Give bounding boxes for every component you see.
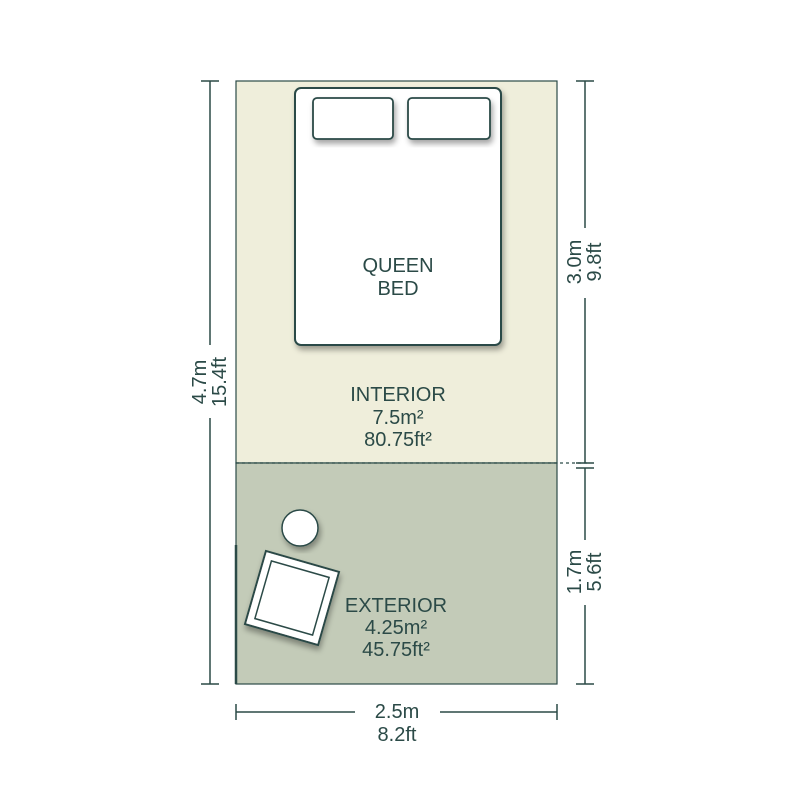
total-height-label: 4.7m 15.4ft (189, 357, 231, 407)
pillow-right (407, 97, 491, 140)
queen-bed: QUEEN BED (294, 87, 502, 346)
interior-depth-dimension (576, 80, 594, 464)
width-ft: 8.2ft (378, 724, 417, 746)
bed-mattress (294, 87, 502, 346)
total-height-ft: 15.4ft (209, 357, 231, 407)
outdoor-chair (243, 549, 341, 647)
exterior-area-ft: 45.75ft² (362, 639, 430, 661)
exterior-depth-dimension (576, 467, 594, 685)
interior-area-m: 7.5m² (372, 407, 423, 429)
interior-label: INTERIOR 7.5m² 80.75ft² (350, 384, 446, 451)
exterior-label: EXTERIOR 4.25m² 45.75ft² (345, 595, 447, 661)
chair-outer (243, 549, 341, 647)
pillow-left (312, 97, 394, 140)
interior-depth-m: 3.0m (564, 240, 586, 284)
exterior-depth-ft: 5.6ft (584, 552, 606, 591)
bed-label-line1: QUEEN (362, 255, 433, 277)
exterior-depth-m: 1.7m (564, 550, 586, 594)
total-height-m: 4.7m (189, 360, 211, 404)
interior-area-ft: 80.75ft² (364, 429, 432, 451)
width-m: 2.5m (375, 701, 419, 723)
interior-depth-ft: 9.8ft (584, 242, 606, 281)
interior-name: INTERIOR (350, 384, 446, 406)
exterior-depth-label: 1.7m 5.6ft (564, 550, 606, 594)
total-height-dimension (201, 80, 219, 685)
interior-depth-label: 3.0m 9.8ft (564, 240, 606, 284)
exterior-name: EXTERIOR (345, 595, 447, 617)
bed-label-line2: BED (377, 278, 418, 300)
side-table (281, 509, 319, 547)
width-dimension (235, 704, 558, 720)
exterior-area-m: 4.25m² (365, 617, 428, 639)
chair-inner (253, 559, 331, 637)
